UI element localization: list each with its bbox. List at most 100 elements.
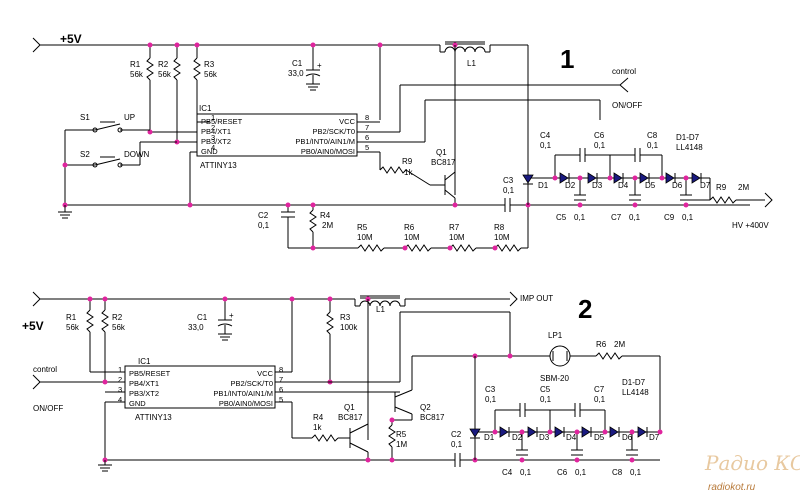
svg-text:D7: D7 xyxy=(649,433,660,442)
svg-text:10M: 10M xyxy=(357,233,373,242)
svg-text:1M: 1M xyxy=(396,440,407,449)
svg-text:D6: D6 xyxy=(622,433,633,442)
svg-text:0,1: 0,1 xyxy=(594,141,606,150)
svg-text:D3: D3 xyxy=(592,181,603,190)
svg-text:7: 7 xyxy=(365,123,369,132)
svg-text:56k: 56k xyxy=(158,70,172,79)
svg-text:C6: C6 xyxy=(557,468,568,477)
svg-text:control: control xyxy=(612,67,636,76)
svg-text:D2: D2 xyxy=(565,181,576,190)
svg-text:ON/OFF: ON/OFF xyxy=(33,404,63,413)
svg-text:C4: C4 xyxy=(502,468,513,477)
svg-text:ON/OFF: ON/OFF xyxy=(612,101,642,110)
control-arrow-2 xyxy=(32,374,41,390)
svg-text:Q1: Q1 xyxy=(344,403,355,412)
svg-text:C2: C2 xyxy=(451,430,462,439)
ic1-c2: IC1 ATTINY13 PB5/RESET PB4/XT1 PB3/XT2 G… xyxy=(118,357,283,422)
svg-text:R6: R6 xyxy=(596,340,607,349)
transistor-q1-c2: Q1 BC817 xyxy=(338,403,369,453)
svg-text:R7: R7 xyxy=(449,223,460,232)
svg-text:56k: 56k xyxy=(204,70,218,79)
resistor-r2-c2: R2 56k xyxy=(101,299,126,382)
svg-text:4: 4 xyxy=(211,143,215,152)
svg-text:C1: C1 xyxy=(292,59,303,68)
svg-text:GND: GND xyxy=(201,147,218,156)
supply-label-1: +5V xyxy=(60,32,82,46)
svg-text:0,1: 0,1 xyxy=(575,468,587,477)
svg-text:R3: R3 xyxy=(340,313,351,322)
svg-text:6: 6 xyxy=(365,133,369,142)
svg-text:D5: D5 xyxy=(645,181,656,190)
svg-text:R8: R8 xyxy=(494,223,505,232)
svg-text:2: 2 xyxy=(211,123,215,132)
svg-text:D1: D1 xyxy=(484,433,495,442)
supply-arrow-1 xyxy=(32,37,41,53)
svg-text:0,1: 0,1 xyxy=(630,468,642,477)
svg-text:D5: D5 xyxy=(594,433,605,442)
svg-text:0,1: 0,1 xyxy=(485,395,497,404)
svg-text:8: 8 xyxy=(365,113,369,122)
svg-text:5: 5 xyxy=(365,143,369,152)
diode-ladder-c1: D1 D2 D3 D4 D5 D6 D7 xyxy=(522,172,711,190)
svg-text:0,1: 0,1 xyxy=(503,186,515,195)
svg-text:R1: R1 xyxy=(130,60,141,69)
svg-text:PB1/INT0/AIN1/M: PB1/INT0/AIN1/M xyxy=(295,137,355,146)
svg-text:C7: C7 xyxy=(611,213,622,222)
svg-text:0,1: 0,1 xyxy=(594,395,606,404)
svg-text:100k: 100k xyxy=(340,323,358,332)
svg-text:D1-D7: D1-D7 xyxy=(622,378,646,387)
resistor-r4-c2: R4 1k xyxy=(311,413,350,442)
svg-text:D3: D3 xyxy=(539,433,550,442)
svg-text:GND: GND xyxy=(129,399,146,408)
svg-text:C3: C3 xyxy=(485,385,496,394)
svg-text:C2: C2 xyxy=(258,211,269,220)
svg-text:0,1: 0,1 xyxy=(451,440,463,449)
svg-text:0,1: 0,1 xyxy=(629,213,641,222)
svg-text:PB0/AIN0/MOSI: PB0/AIN0/MOSI xyxy=(301,147,355,156)
svg-text:C4: C4 xyxy=(540,131,551,140)
svg-text:LL4148: LL4148 xyxy=(622,388,649,397)
inductor-l1-c1: L1 xyxy=(444,41,486,68)
svg-text:BC817: BC817 xyxy=(431,158,456,167)
resistor-r5-c2: R5 1M xyxy=(388,420,407,460)
svg-text:0,1: 0,1 xyxy=(647,141,659,150)
resistor-chain-c1: R5 10M R6 10M R7 10M R8 10M xyxy=(357,223,528,252)
svg-text:ATTINY13: ATTINY13 xyxy=(200,161,237,170)
svg-text:PB2/SCK/T0: PB2/SCK/T0 xyxy=(230,379,273,388)
circuit-2: +5V L1 IMP OUT R1 56k xyxy=(22,291,663,477)
svg-text:8: 8 xyxy=(279,365,283,374)
circuit-1: +5V L1 R1 56k R2 56k xyxy=(32,32,773,252)
svg-text:1k: 1k xyxy=(404,168,413,177)
svg-text:2M: 2M xyxy=(738,183,749,192)
svg-text:D2: D2 xyxy=(512,433,523,442)
svg-text:+: + xyxy=(317,61,322,70)
svg-text:control: control xyxy=(33,365,57,374)
svg-text:0,1: 0,1 xyxy=(574,213,586,222)
svg-text:C7: C7 xyxy=(594,385,605,394)
svg-text:PB4/XT1: PB4/XT1 xyxy=(129,379,159,388)
svg-text:DOWN: DOWN xyxy=(124,150,150,159)
resistor-r2-c1: R2 56k xyxy=(158,45,181,140)
ground-symbol-c2 xyxy=(98,460,112,472)
watermark-site: radiokot.ru xyxy=(708,482,756,493)
svg-text:LP1: LP1 xyxy=(548,331,563,340)
supply-label-2: +5V xyxy=(22,319,44,333)
svg-text:R4: R4 xyxy=(320,211,331,220)
resistor-r9-2m-c1: R9 2M HV +400V xyxy=(709,183,773,230)
svg-text:6: 6 xyxy=(279,385,283,394)
svg-text:SBM-20: SBM-20 xyxy=(540,374,569,383)
svg-text:VCC: VCC xyxy=(339,117,355,126)
svg-text:Q2: Q2 xyxy=(420,403,431,412)
resistor-r1-c2: R1 56k xyxy=(66,299,125,373)
svg-text:C5: C5 xyxy=(556,213,567,222)
svg-text:3: 3 xyxy=(211,133,215,142)
svg-text:R4: R4 xyxy=(313,413,324,422)
svg-text:R1: R1 xyxy=(66,313,77,322)
svg-text:10M: 10M xyxy=(494,233,510,242)
svg-text:BC817: BC817 xyxy=(420,413,445,422)
circuit-number-1: 1 xyxy=(560,44,574,74)
svg-text:2M: 2M xyxy=(322,221,333,230)
watermark-brand: Радио КОТ xyxy=(704,451,800,475)
svg-text:+: + xyxy=(229,311,234,320)
svg-text:UP: UP xyxy=(124,113,135,122)
